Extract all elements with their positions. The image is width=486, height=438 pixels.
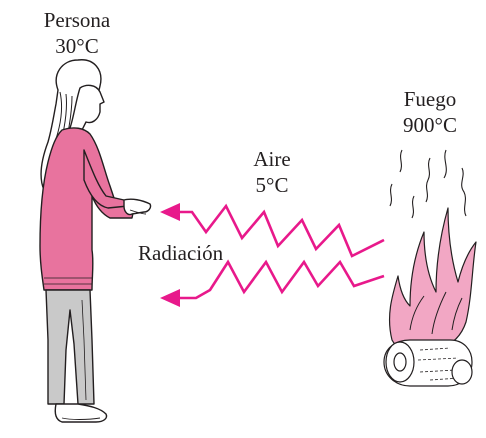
air-temperature: 5°C: [255, 173, 289, 197]
radiation-arrow-lower: [160, 259, 385, 307]
smoke-wisps: [389, 149, 467, 219]
radiation-arrows: [160, 203, 385, 307]
fire-flames: [388, 207, 477, 351]
person-shoes: [54, 403, 108, 423]
fire-label: Fuego 900°C: [380, 86, 480, 138]
person-face: [69, 84, 105, 131]
fire-temperature: 900°C: [403, 113, 457, 137]
air-name: Aire: [253, 147, 291, 171]
person-name: Persona: [43, 8, 111, 32]
radiation-label: Radiación: [138, 241, 224, 265]
fire-figure: [383, 149, 477, 387]
person-figure: [39, 59, 152, 423]
person-temperature: 30°C: [55, 34, 99, 58]
fire-name: Fuego: [403, 87, 457, 111]
radiation-arrow-upper: [160, 203, 385, 258]
person-pants: [45, 289, 95, 405]
person-shirt: [39, 127, 135, 291]
person-label: Persona 30°C: [22, 7, 132, 59]
air-label: Aire 5°C: [232, 146, 312, 198]
